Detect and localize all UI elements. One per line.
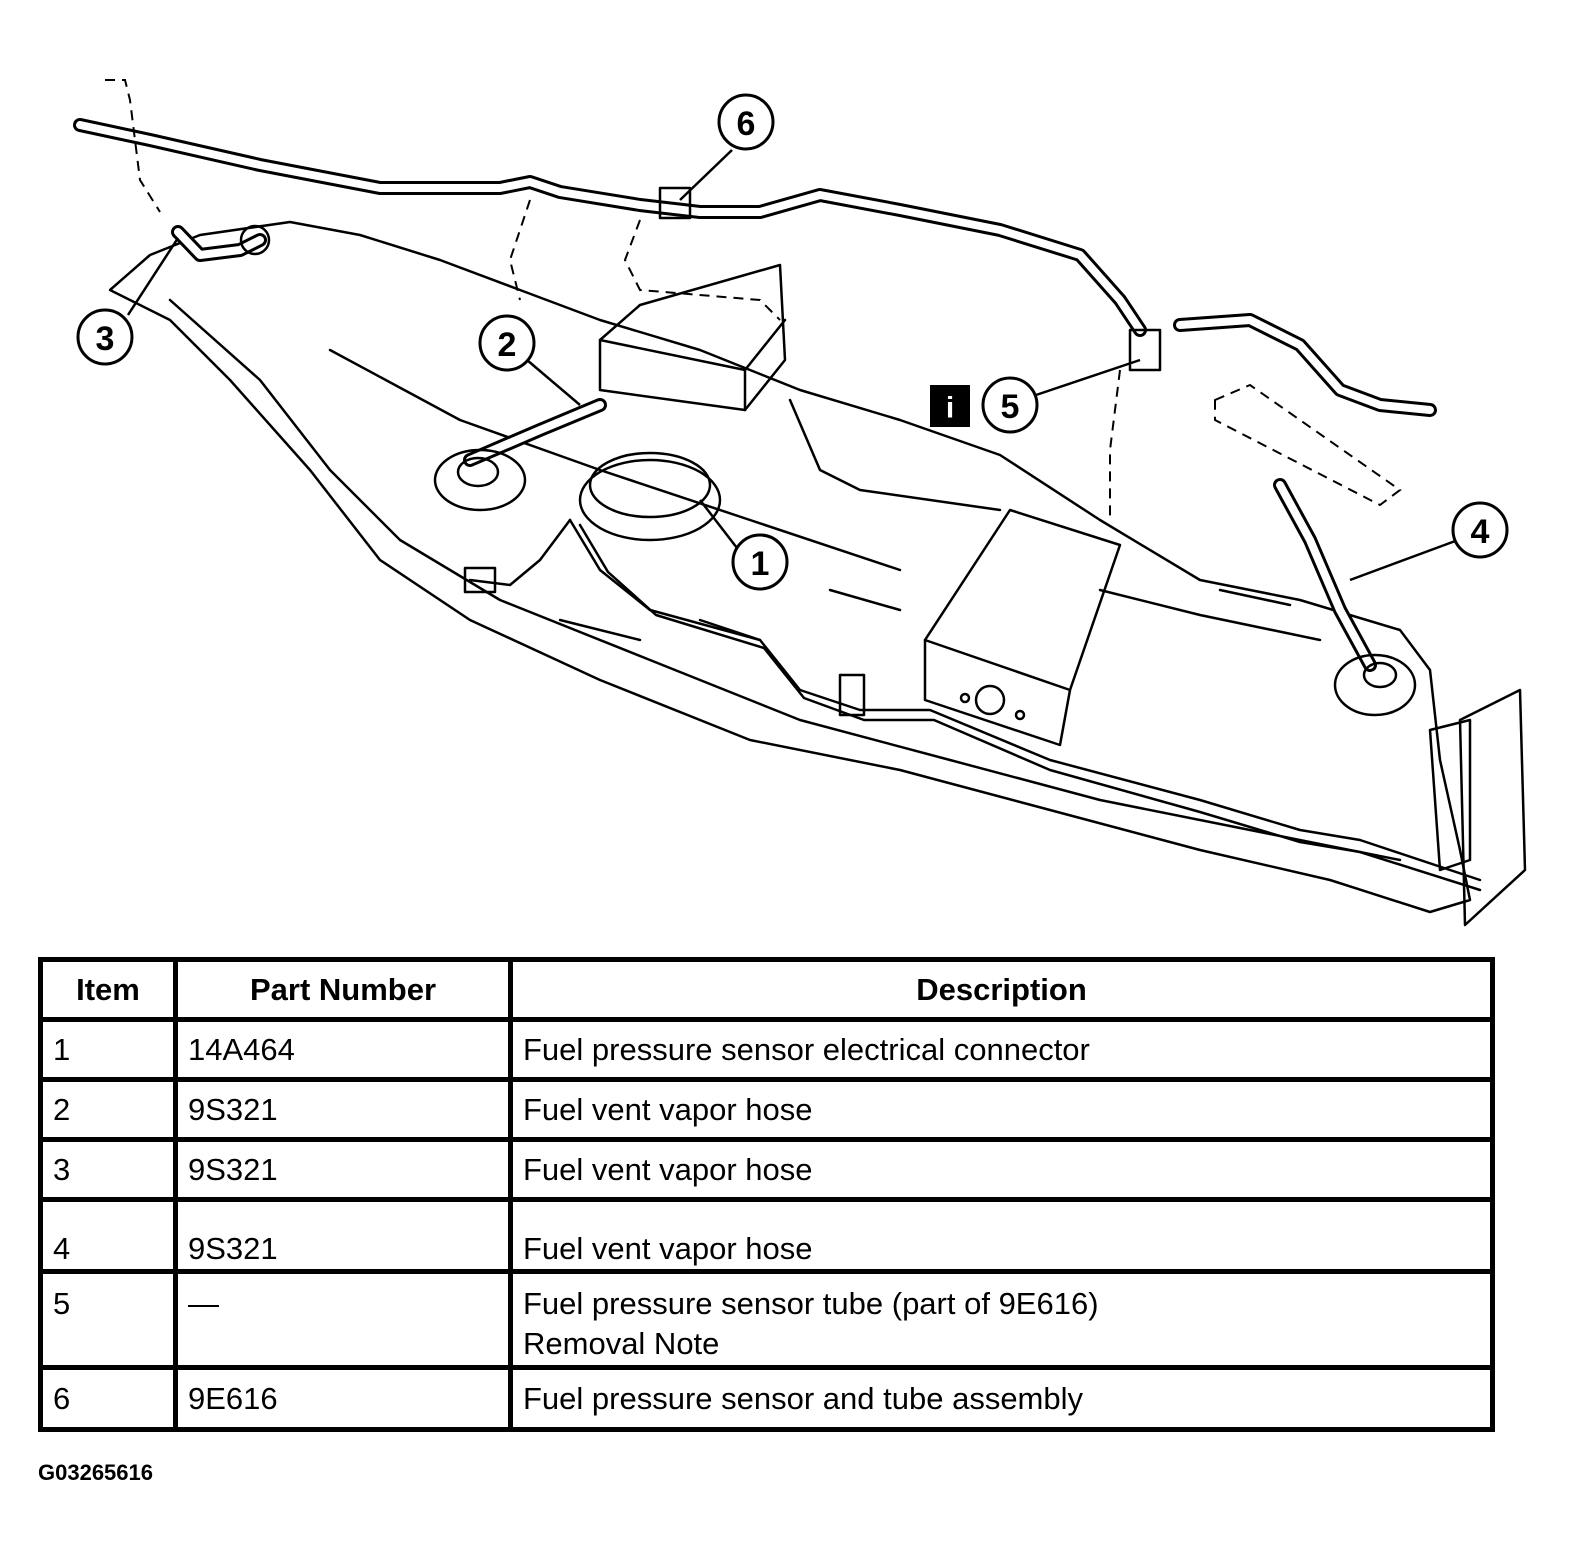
header-part-number: Part Number [173,957,513,1022]
table-row: 3 9S321 Fuel vent vapor hose [38,1137,1495,1202]
callout-2: 2 [478,314,536,372]
header-item: Item [38,957,178,1022]
callout-3: 3 [76,308,134,366]
fuel-tank [108,220,1472,914]
vapor-canister-lower [923,508,1122,747]
table-row: 1 14A464 Fuel pressure sensor electrical… [38,1017,1495,1082]
rear-mounting-bracket [1428,688,1527,927]
fuel-system-diagram: 1 2 3 4 5 6 i [73,79,1527,927]
cell-description: Fuel vent vapor hose [508,1137,1495,1202]
cell-item: 3 [38,1137,178,1202]
cell-item: 5 [38,1269,178,1370]
cell-description: Fuel vent vapor hose [508,1197,1495,1274]
cell-item: 1 [38,1017,178,1082]
table-header-row: Item Part Number Description [38,957,1495,1022]
svg-text:6: 6 [737,105,756,143]
header-description: Description [508,957,1495,1022]
vapor-hose-3 [171,224,271,262]
table-row: 2 9S321 Fuel vent vapor hose [38,1077,1495,1142]
info-icon[interactable]: i [930,385,970,427]
cell-part-number: 9S321 [173,1197,513,1274]
fuel-pressure-sensor-tube [73,118,1437,417]
cell-item: 6 [38,1365,178,1432]
cell-description: Fuel vent vapor hose [508,1077,1495,1142]
leader-lines [126,149,1459,582]
fuel-lines [463,398,1482,892]
cell-part-number: 9E616 [173,1365,513,1432]
svg-text:5: 5 [1001,388,1020,426]
cell-part-number: 14A464 [173,1017,513,1082]
figure-id: G03265616 [38,1460,153,1485]
cell-description: Fuel pressure sensor electrical connecto… [508,1017,1495,1082]
cell-description: Fuel pressure sensor and tube assembly [508,1365,1495,1432]
hidden-lines [105,79,1402,520]
callout-6: 6 [717,93,775,151]
cell-item: 4 [38,1197,178,1274]
fuel-pump-module [433,448,722,542]
callout-1: 1 [731,533,789,591]
parts-table: Item Part Number Description 1 14A464 Fu… [38,957,1495,1432]
vapor-canister-upper [598,263,787,412]
svg-text:1: 1 [751,545,770,583]
vapor-hose-4 [1273,478,1417,717]
svg-text:i: i [946,392,954,425]
callout-5: 5 [981,376,1039,434]
table-row: 4 9S321 Fuel vent vapor hose [38,1197,1495,1274]
table-row: 5 — Fuel pressure sensor tube (part of 9… [38,1269,1495,1370]
svg-text:3: 3 [96,320,115,358]
table-row: 6 9E616 Fuel pressure sensor and tube as… [38,1365,1495,1432]
svg-text:4: 4 [1471,513,1490,551]
cell-part-number: 9S321 [173,1077,513,1142]
cell-description: Fuel pressure sensor tube (part of 9E616… [508,1269,1495,1370]
svg-text:2: 2 [498,326,517,364]
cell-part-number: — [173,1269,513,1370]
cell-item: 2 [38,1077,178,1142]
cell-part-number: 9S321 [173,1137,513,1202]
callout-4: 4 [1451,501,1509,559]
